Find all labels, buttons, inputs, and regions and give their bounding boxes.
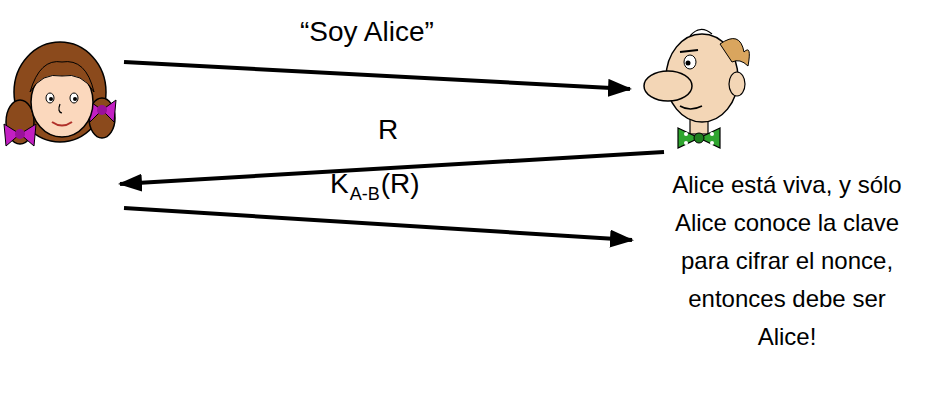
key-subscript: A-B — [350, 184, 380, 205]
message-arrow — [124, 208, 632, 240]
note-text: Alice está viva, y sólo Alice conoce la … — [672, 166, 902, 356]
alice-figure — [4, 42, 116, 146]
message-label: (R) — [381, 168, 420, 200]
bob-figure — [644, 29, 749, 148]
message-label: “Soy Alice” — [300, 16, 434, 48]
message-label: R — [378, 114, 398, 146]
message-arrow — [124, 62, 630, 89]
message-label: K — [330, 168, 349, 200]
